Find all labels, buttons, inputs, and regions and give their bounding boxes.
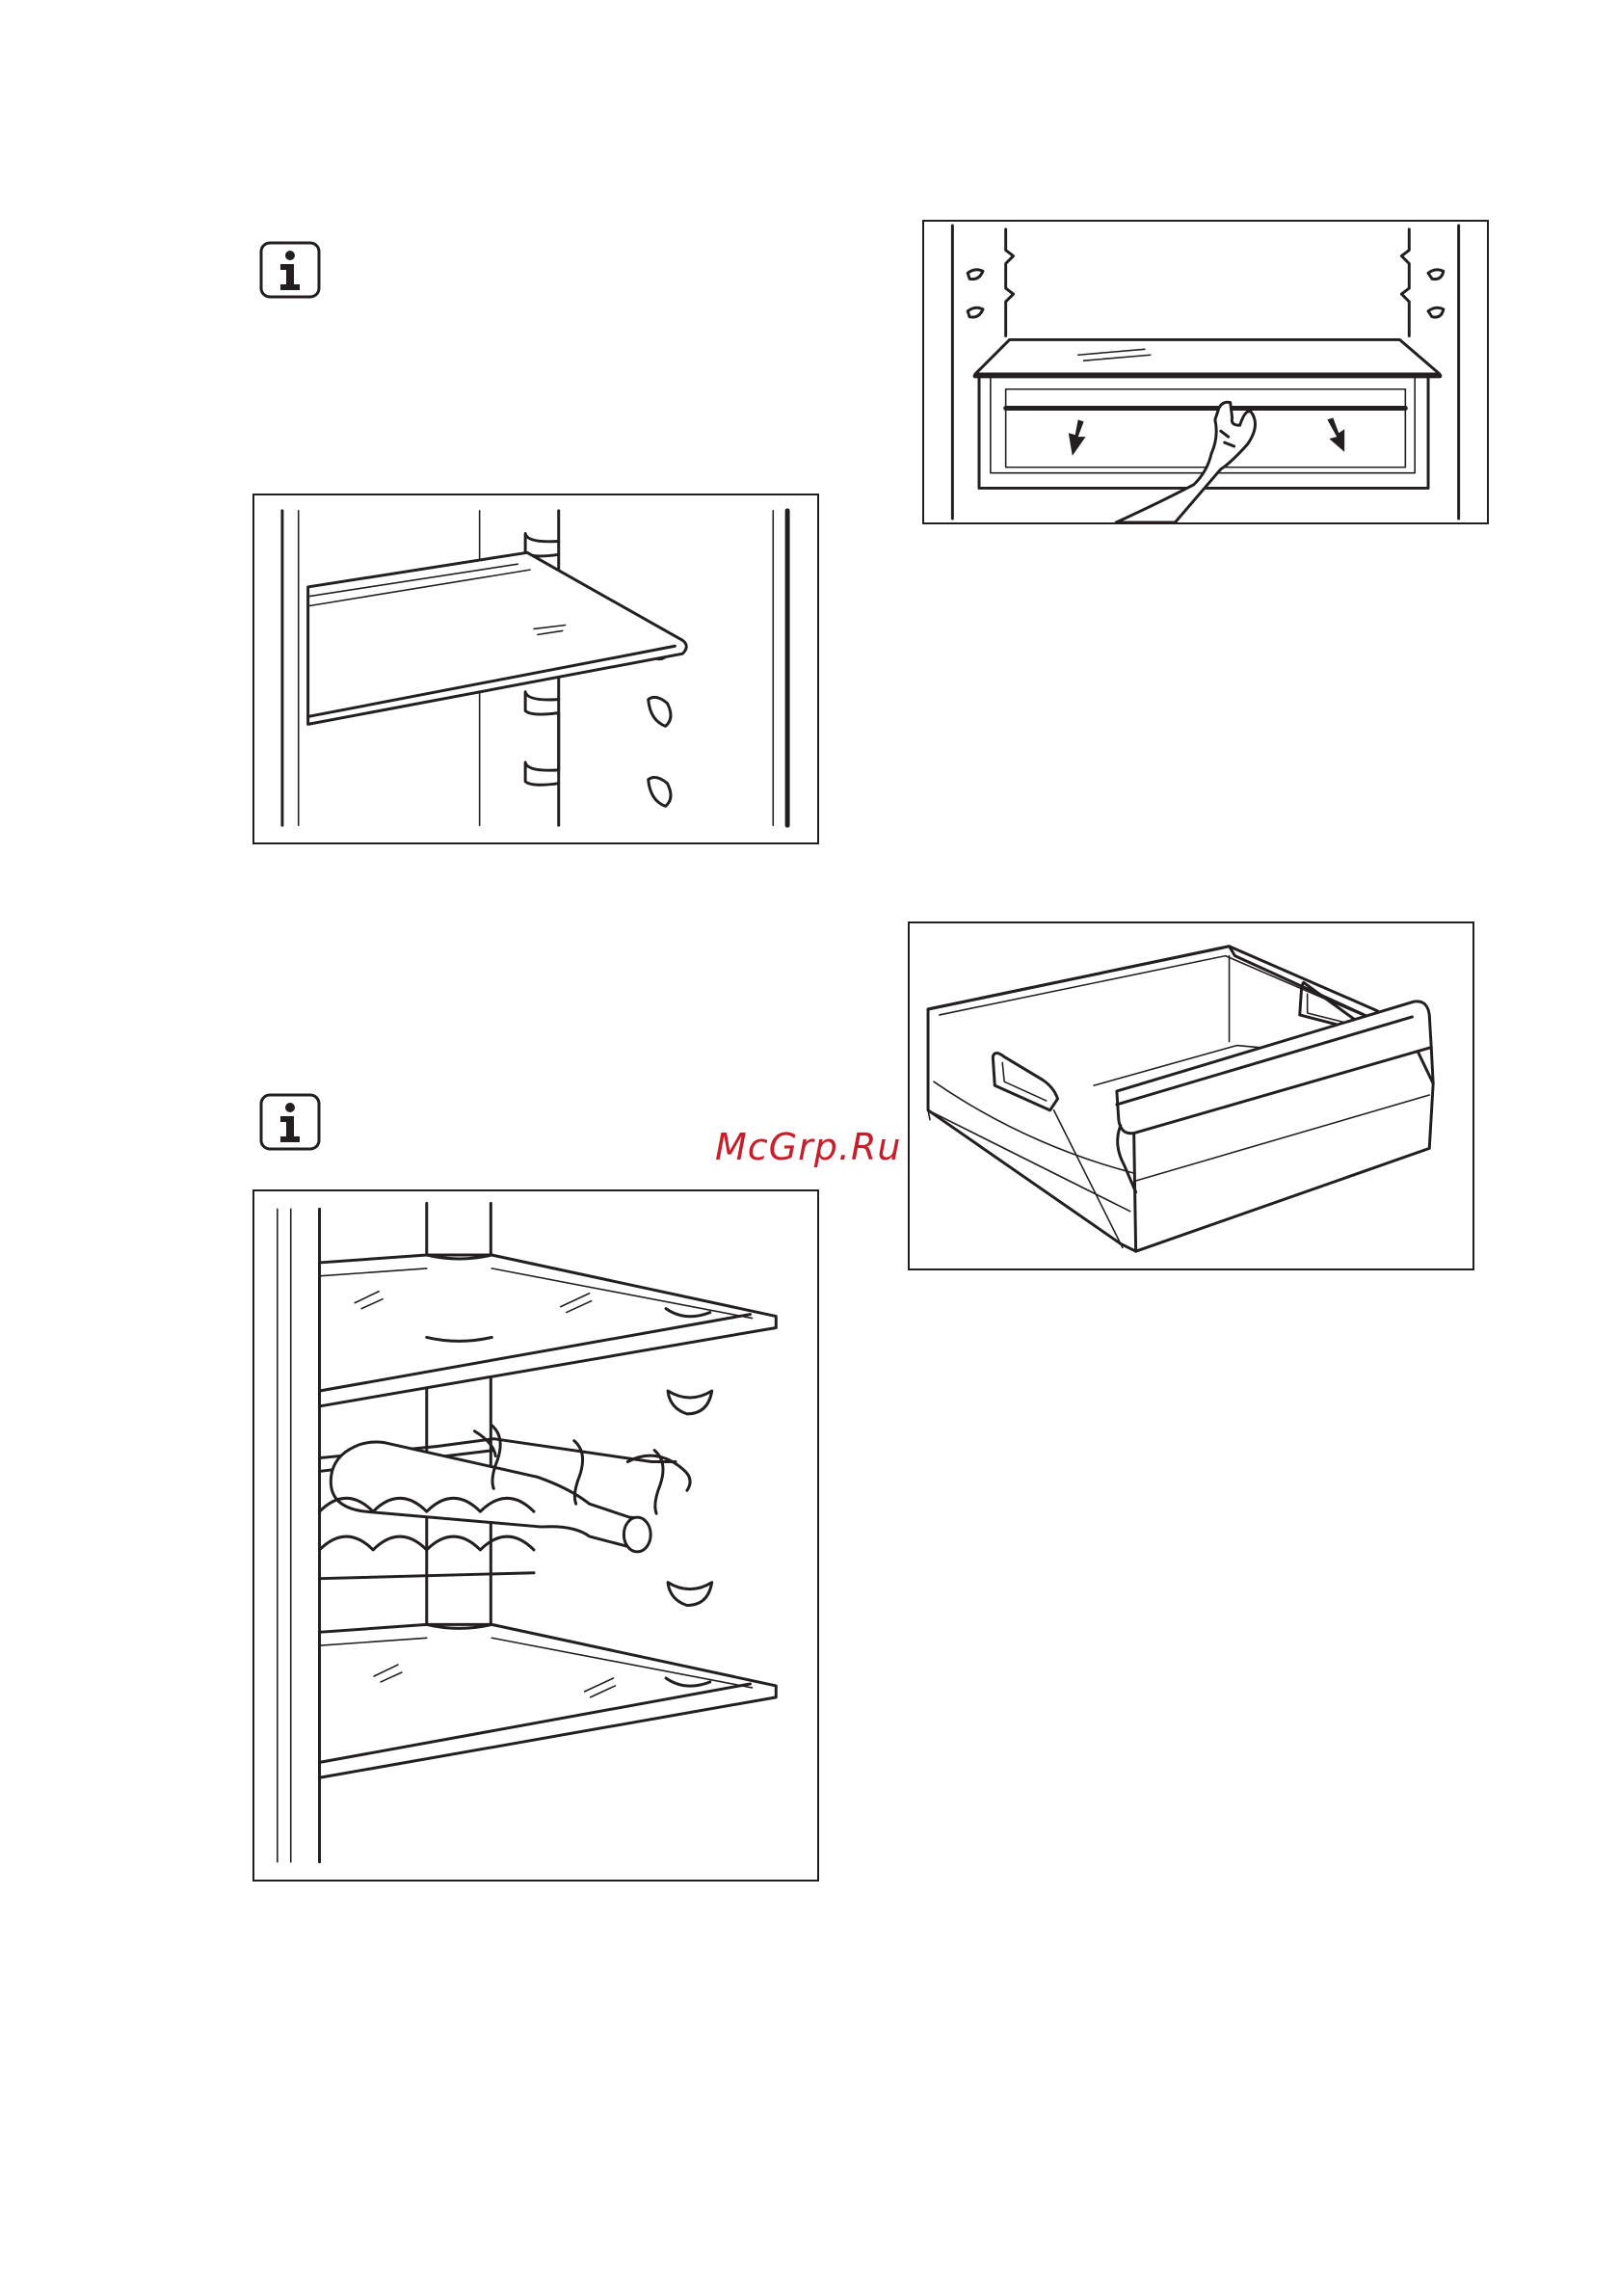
info-icon [259, 1093, 321, 1151]
info-icon [259, 241, 321, 299]
watermark: McGrp.Ru [715, 1126, 901, 1168]
wine-rack-illustration [252, 1189, 819, 1882]
vegetable-drawer-illustration [908, 921, 1474, 1270]
glass-shelf-illustration [252, 494, 819, 844]
crisper-cover-illustration [922, 220, 1489, 524]
